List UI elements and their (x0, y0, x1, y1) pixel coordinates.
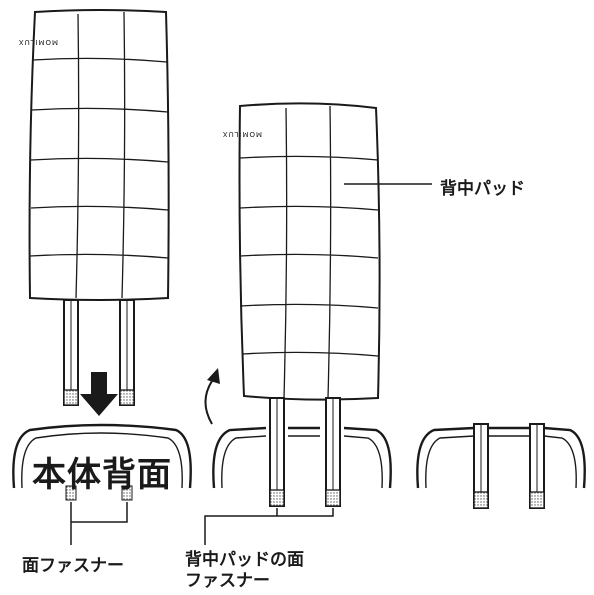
curved-arrow-icon (204, 377, 215, 425)
body-fastener-left (65, 485, 77, 501)
pad-quilt-lines (239, 105, 379, 399)
face-fastener-leader (70, 502, 128, 545)
body-back-outline (416, 426, 586, 489)
step3-straps (473, 423, 545, 509)
pad-strap-right-fastener (119, 389, 135, 406)
back-pad-label: 背中パッド (440, 179, 525, 199)
body-back-label: 本体背面 (32, 455, 172, 495)
pad-strap-right-fastener (325, 489, 341, 507)
face-fastener-label: 面ファスナー (22, 556, 124, 576)
pad-outline (238, 102, 381, 401)
strap-right-fastener (529, 491, 545, 509)
step1-pad (28, 9, 170, 406)
strap-left-fastener (473, 491, 489, 509)
pad-quilt-lines (29, 11, 169, 299)
pad-fastener-label-line1: 背中パッドの面 (185, 550, 304, 570)
body-back-outline (212, 426, 392, 489)
pad-brand-text: MOMILUX (222, 130, 262, 138)
pad-strap-left-fastener (63, 389, 79, 406)
body-back-outline (12, 423, 192, 489)
pad-strap-left-fastener (269, 489, 285, 507)
pad-fastener-label-line2: ファスナー (185, 571, 270, 591)
pad-outline (28, 9, 170, 301)
down-arrow-icon (80, 372, 118, 416)
step2-pad (238, 102, 381, 507)
pad-brand-text: MOMILUX (18, 38, 58, 46)
body-fastener-right (121, 485, 133, 501)
pad-fastener-leader (204, 508, 334, 545)
